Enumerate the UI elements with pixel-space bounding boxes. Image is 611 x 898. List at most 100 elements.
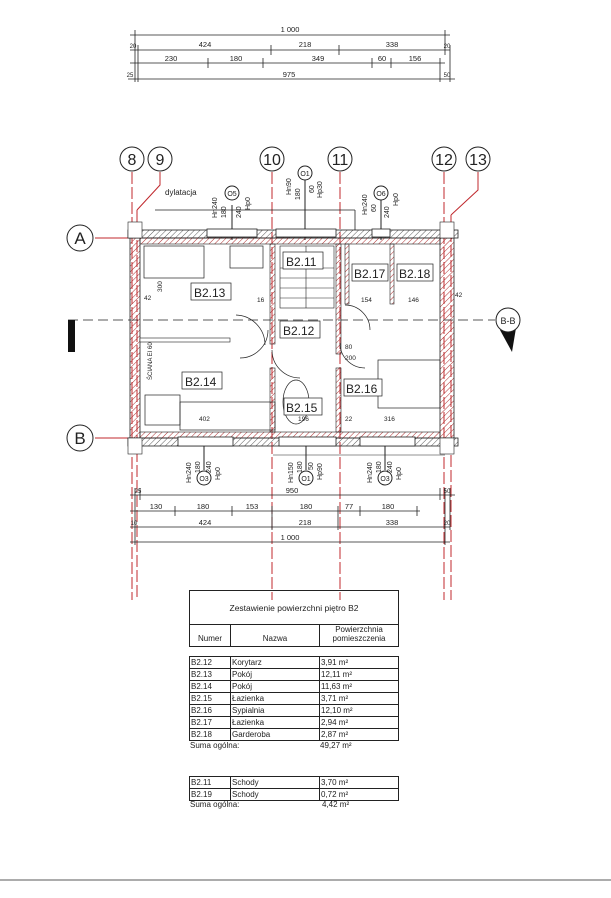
svg-text:B2.16: B2.16 bbox=[346, 382, 378, 396]
svg-text:Hp90: Hp90 bbox=[317, 463, 324, 480]
window-tag-O6-top: O6 Hn240 60 240 Hp0 bbox=[362, 185, 400, 240]
svg-text:Hn150: Hn150 bbox=[288, 462, 295, 483]
svg-text:180: 180 bbox=[300, 502, 313, 511]
svg-text:A: A bbox=[74, 229, 86, 248]
svg-text:B2.18: B2.18 bbox=[399, 267, 431, 281]
svg-text:338: 338 bbox=[386, 518, 399, 527]
svg-text:950: 950 bbox=[286, 486, 299, 495]
window-tag-O1-top: O1 Hn90 180 60 Hp30 bbox=[286, 165, 324, 240]
furniture bbox=[143, 245, 441, 431]
svg-text:146: 146 bbox=[408, 297, 419, 304]
svg-text:Hn240: Hn240 bbox=[186, 462, 193, 483]
svg-text:180: 180 bbox=[197, 502, 210, 511]
svg-text:25: 25 bbox=[127, 73, 134, 79]
svg-text:180: 180 bbox=[230, 54, 243, 63]
svg-text:Hn240: Hn240 bbox=[212, 197, 219, 218]
room-B2.15: B2.15 bbox=[283, 397, 323, 416]
dimension-labels-top: 1 000 20 424 218 338 20 230 180 349 60 1… bbox=[127, 25, 451, 79]
svg-text:80: 80 bbox=[345, 344, 353, 351]
svg-text:60: 60 bbox=[378, 54, 386, 63]
room-B2.14: B2.14 bbox=[181, 371, 223, 390]
dimensions-top bbox=[128, 30, 455, 82]
grid-axis-13: 13 bbox=[465, 146, 491, 172]
svg-text:10: 10 bbox=[263, 152, 281, 169]
dilatation-label: dylatacja bbox=[165, 188, 197, 197]
grid-axis-8: 8 bbox=[119, 146, 145, 172]
svg-text:20: 20 bbox=[130, 44, 137, 50]
svg-text:ŚCIANA EI 60: ŚCIANA EI 60 bbox=[146, 342, 154, 380]
svg-text:12: 12 bbox=[435, 152, 453, 169]
svg-text:13: 13 bbox=[469, 152, 487, 169]
windows bbox=[177, 228, 416, 447]
svg-text:8: 8 bbox=[128, 152, 137, 169]
header-number: Numer bbox=[190, 624, 231, 646]
svg-text:Hp30: Hp30 bbox=[317, 181, 324, 198]
window-tag-O3-bottom-right: O3 Hn240 180 240 Hp0 bbox=[367, 446, 403, 486]
svg-text:20: 20 bbox=[444, 44, 451, 50]
inner-dimensions: 42 300 16 154 146 22 196 316 402 80 200 … bbox=[144, 281, 463, 423]
svg-text:9: 9 bbox=[156, 152, 165, 169]
svg-text:230: 230 bbox=[165, 54, 178, 63]
svg-text:B2.17: B2.17 bbox=[354, 267, 386, 281]
svg-text:154: 154 bbox=[361, 297, 372, 304]
svg-text:402: 402 bbox=[199, 416, 210, 423]
sum-label: Suma ogólna: bbox=[190, 741, 240, 750]
svg-text:B: B bbox=[74, 429, 85, 448]
svg-text:Hp0: Hp0 bbox=[245, 197, 252, 210]
svg-text:10: 10 bbox=[131, 521, 138, 527]
svg-text:218: 218 bbox=[299, 518, 312, 527]
svg-text:130: 130 bbox=[150, 502, 163, 511]
section-marker-B-B: B-B bbox=[495, 307, 521, 352]
svg-text:O3: O3 bbox=[199, 476, 208, 483]
svg-text:300: 300 bbox=[157, 281, 164, 292]
svg-text:50: 50 bbox=[308, 462, 315, 470]
svg-text:240: 240 bbox=[236, 206, 243, 218]
svg-text:Hp0: Hp0 bbox=[215, 467, 222, 480]
svg-text:B2.15: B2.15 bbox=[286, 401, 318, 415]
svg-text:240: 240 bbox=[384, 206, 391, 218]
svg-text:240: 240 bbox=[206, 461, 213, 473]
svg-text:B2.13: B2.13 bbox=[194, 286, 226, 300]
svg-text:Hp0: Hp0 bbox=[393, 193, 400, 206]
svg-text:338: 338 bbox=[386, 40, 399, 49]
svg-text:60: 60 bbox=[371, 204, 378, 212]
svg-text:20: 20 bbox=[444, 521, 451, 527]
svg-text:240: 240 bbox=[387, 461, 394, 473]
svg-text:975: 975 bbox=[283, 70, 296, 79]
svg-text:77: 77 bbox=[345, 502, 353, 511]
svg-text:Hp0: Hp0 bbox=[396, 467, 403, 480]
svg-text:O3: O3 bbox=[380, 476, 389, 483]
header-name: Nazwa bbox=[231, 624, 320, 646]
svg-text:11: 11 bbox=[332, 152, 349, 169]
svg-text:42: 42 bbox=[144, 295, 152, 302]
grid-axis-11: 11 bbox=[327, 146, 353, 172]
grid-axis-10: 10 bbox=[259, 146, 285, 172]
area-summary-header: Zestawienie powierzchni piętro B2 Numer … bbox=[189, 590, 399, 647]
window-tag-O3-bottom-left: O3 Hn240 180 240 Hp0 bbox=[186, 446, 222, 486]
window-tag-O5-top: O5 Hn240 180 240 Hp0 bbox=[212, 185, 252, 240]
dimension-labels-bottom: 25 950 50 130 180 153 180 77 180 10 424 … bbox=[131, 486, 451, 542]
svg-text:B-B: B-B bbox=[500, 316, 515, 326]
svg-text:153: 153 bbox=[246, 502, 259, 511]
svg-text:424: 424 bbox=[199, 518, 212, 527]
svg-text:156: 156 bbox=[409, 54, 422, 63]
svg-text:25: 25 bbox=[135, 489, 142, 495]
svg-text:200: 200 bbox=[345, 355, 356, 362]
svg-text:50: 50 bbox=[444, 73, 451, 79]
svg-text:Hn240: Hn240 bbox=[362, 194, 369, 215]
svg-text:180: 180 bbox=[295, 188, 302, 200]
svg-text:1 000: 1 000 bbox=[281, 533, 300, 542]
svg-text:O6: O6 bbox=[376, 191, 385, 198]
svg-text:22: 22 bbox=[345, 416, 353, 423]
svg-text:O5: O5 bbox=[227, 191, 236, 198]
room-B2.16: B2.16 bbox=[343, 378, 383, 397]
